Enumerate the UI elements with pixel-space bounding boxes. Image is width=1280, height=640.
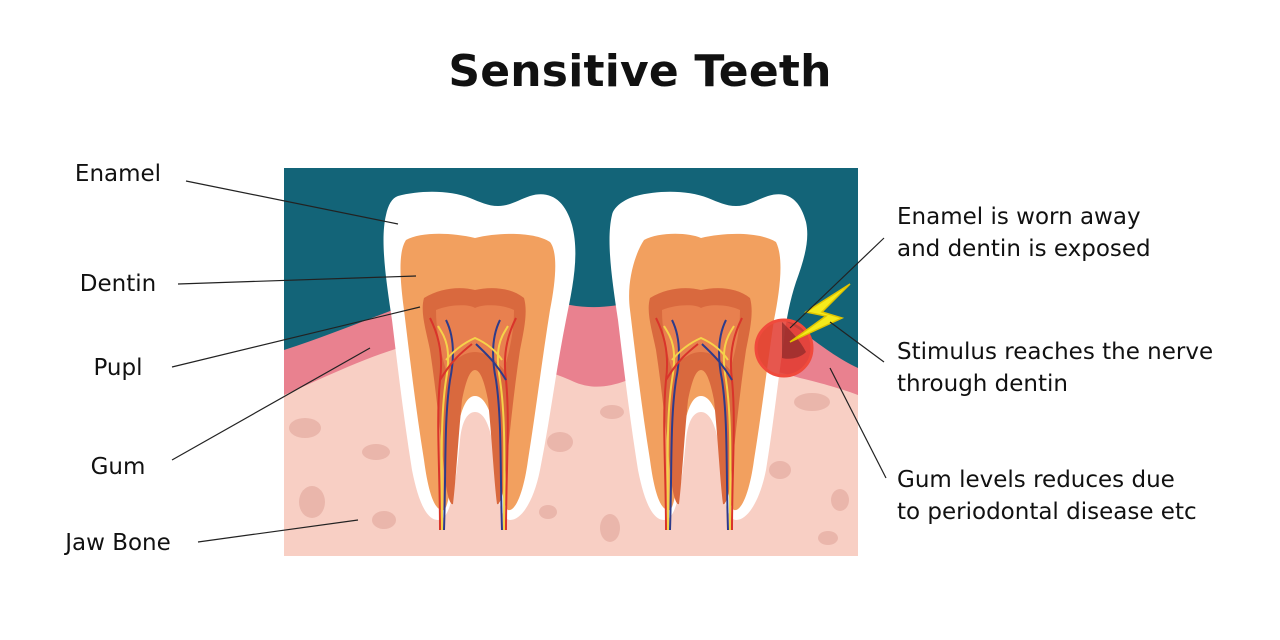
annotation-line: and dentin is exposed [897, 236, 1151, 262]
stimulus-leader-line [829, 321, 885, 363]
bone-texture [289, 393, 849, 545]
left-leader-lines [171, 180, 421, 543]
gum-levels-annotation: Gum levels reduces due to periodontal di… [897, 464, 1197, 528]
annotation-line: to periodontal disease etc [897, 499, 1197, 525]
left-tooth-nerves [429, 317, 517, 531]
right-leader-lines [789, 237, 887, 479]
annotation-line: Enamel is worn away [897, 204, 1141, 230]
enamel-leader-line [185, 180, 399, 225]
enamel-label: Enamel [74, 161, 162, 187]
right-tooth-nerves [655, 317, 743, 531]
annotation-line: Stimulus reaches the nerve [897, 339, 1214, 365]
gum-levels-leader-line [829, 367, 887, 479]
pulp-leader-line [171, 306, 421, 368]
gum-label: Gum [90, 454, 146, 480]
right-tooth [609, 191, 808, 531]
left-tooth [383, 191, 576, 531]
stimulus-annotation: Stimulus reaches the nerve through denti… [897, 336, 1213, 400]
diagram-title: Sensitive Teeth [448, 46, 832, 97]
annotation-line: Gum levels reduces due [897, 467, 1175, 493]
dentin-label: Dentin [79, 271, 157, 297]
enamel-worn-leader-line [789, 237, 885, 329]
dentin-leader-line [177, 275, 417, 285]
enamel-worn-annotation: Enamel is worn away and dentin is expose… [897, 201, 1151, 265]
stimulus-marker [754, 283, 851, 378]
jaw-bone-label: Jaw Bone [65, 530, 171, 556]
gum-leader-line [171, 347, 371, 461]
pulp-label: Pupl [93, 355, 143, 381]
annotation-line: through dentin [897, 371, 1068, 397]
jaw-bone-leader-line [197, 519, 359, 543]
